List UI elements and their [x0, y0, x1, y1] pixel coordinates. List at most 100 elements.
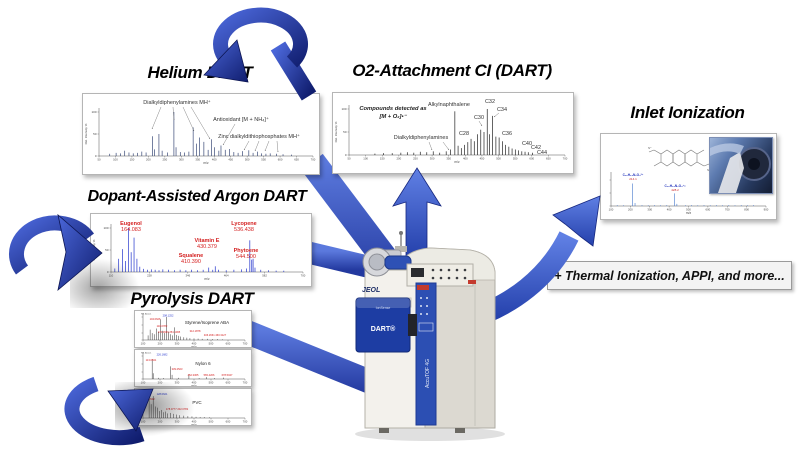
svg-text:650: 650	[294, 158, 299, 162]
svg-text:C32: C32	[485, 99, 495, 105]
svg-text:100: 100	[141, 420, 146, 424]
svg-text:50: 50	[343, 130, 347, 134]
svg-text:Antioxidant [M + NH₄]⁺: Antioxidant [M + NH₄]⁺	[213, 116, 269, 123]
stripe-model-label: AccuTOF 4G	[425, 359, 431, 388]
display	[411, 268, 424, 277]
svg-text:m/z: m/z	[203, 161, 209, 165]
svg-text:208.1252: 208.1252	[163, 314, 174, 318]
foot	[455, 428, 465, 433]
svg-text:700: 700	[243, 342, 248, 346]
svg-text:400: 400	[212, 158, 217, 162]
svg-text:113.0841: 113.0841	[146, 358, 157, 362]
inlet-photo-inset	[709, 137, 773, 194]
svg-text:Vitamin E: Vitamin E	[195, 238, 220, 244]
svg-text:430.379: 430.379	[197, 244, 217, 250]
svg-text:Alkylnaphthalene: Alkylnaphthalene	[428, 102, 470, 108]
svg-text:600: 600	[226, 342, 231, 346]
svg-text:Squalene: Squalene	[179, 253, 203, 259]
source-cylinder	[384, 255, 412, 270]
svg-text:100: 100	[113, 158, 118, 162]
svg-text:C36: C36	[502, 131, 512, 137]
svg-text:91.0542: 91.0542	[145, 397, 155, 401]
svg-text:150: 150	[130, 158, 135, 162]
svg-text:600: 600	[226, 420, 231, 424]
svg-text:678.5047: 678.5047	[222, 373, 233, 377]
svg-text:300: 300	[430, 157, 435, 161]
svg-text:582: 582	[262, 274, 267, 278]
svg-text:536.438: 536.438	[234, 227, 254, 233]
svg-text:464: 464	[224, 274, 229, 278]
arrow-to-inlet-head	[552, 195, 601, 247]
svg-text:0: 0	[107, 270, 109, 274]
svg-text:m/z: m/z	[686, 211, 692, 215]
svg-text:0: 0	[345, 153, 347, 157]
svg-text:346: 346	[185, 274, 190, 278]
dopant-title: Dopant-Assisted Argon DART	[87, 188, 307, 205]
instrument-shadow	[355, 427, 505, 441]
svg-text:450: 450	[480, 157, 485, 161]
svg-text:200: 200	[158, 381, 163, 385]
svg-text:50: 50	[93, 132, 97, 136]
svg-text:600: 600	[706, 208, 711, 212]
svg-text:339.2523: 339.2523	[172, 367, 183, 371]
svg-text:C₂₆H₂₄N₂O₄⁺•: C₂₆H₂₄N₂O₄⁺•	[665, 184, 687, 188]
svg-text:600: 600	[226, 381, 231, 385]
svg-text:100: 100	[91, 110, 96, 114]
svg-text:Rel. Abund.: Rel. Abund.	[141, 352, 152, 355]
svg-text:100: 100	[341, 107, 346, 111]
ribbon-arrow-top	[203, 7, 317, 101]
source-flange-inner	[368, 253, 386, 271]
svg-text:452.3365: 452.3365	[188, 373, 199, 377]
svg-text:300: 300	[175, 381, 180, 385]
brand-logo: JEOL	[362, 287, 380, 294]
svg-text:0: 0	[95, 154, 97, 158]
svg-text:C30: C30	[474, 115, 484, 121]
blue-stripe	[415, 282, 437, 426]
svg-text:350: 350	[195, 158, 200, 162]
svg-text:Rel. Intensity %: Rel. Intensity %	[92, 239, 96, 260]
svg-text:50: 50	[347, 157, 351, 161]
svg-text:312.1878: 312.1878	[190, 329, 201, 333]
svg-text:550: 550	[261, 158, 266, 162]
svg-text:700: 700	[311, 158, 316, 162]
svg-text:100: 100	[103, 226, 108, 230]
svg-text:Nylon 6: Nylon 6	[195, 361, 211, 366]
svg-text:104.0626: 104.0626	[150, 317, 161, 321]
svg-text:650: 650	[546, 157, 551, 161]
svg-text:700: 700	[725, 208, 730, 212]
svg-text:50: 50	[97, 158, 101, 162]
svg-text:[M + O₂]•⁻: [M + O₂]•⁻	[378, 114, 407, 120]
o2-title: O2-Attachment CI (DART)	[352, 61, 552, 80]
svg-text:400: 400	[667, 208, 672, 212]
svg-text:164.083: 164.083	[121, 227, 141, 233]
svg-text:200: 200	[158, 342, 163, 346]
svg-text:428.2: 428.2	[671, 188, 679, 192]
vent-base	[395, 246, 407, 252]
structure-label-left: N⁺	[648, 146, 652, 150]
svg-text:PVC: PVC	[192, 400, 202, 405]
dart-source-box: IonSense DART®	[355, 297, 417, 353]
svg-text:300: 300	[647, 208, 652, 212]
svg-text:Rel. Intensity %: Rel. Intensity %	[334, 121, 338, 142]
pyrolysis-title: Pyrolysis DART	[130, 289, 254, 308]
svg-text:C₂₆H₂₄N₂O₄²⁺: C₂₆H₂₄N₂O₄²⁺	[623, 173, 644, 177]
warning-label	[468, 280, 476, 284]
svg-text:544.500: 544.500	[236, 254, 256, 260]
svg-text:Rel. Intensity %: Rel. Intensity %	[84, 123, 88, 144]
svg-text:600: 600	[529, 157, 534, 161]
svg-text:500: 500	[245, 158, 250, 162]
svg-text:550: 550	[513, 157, 518, 161]
svg-text:500: 500	[209, 381, 214, 385]
svg-text:Dialkyldiphenylamines MH⁺: Dialkyldiphenylamines MH⁺	[143, 99, 210, 106]
svg-text:400: 400	[192, 342, 197, 346]
